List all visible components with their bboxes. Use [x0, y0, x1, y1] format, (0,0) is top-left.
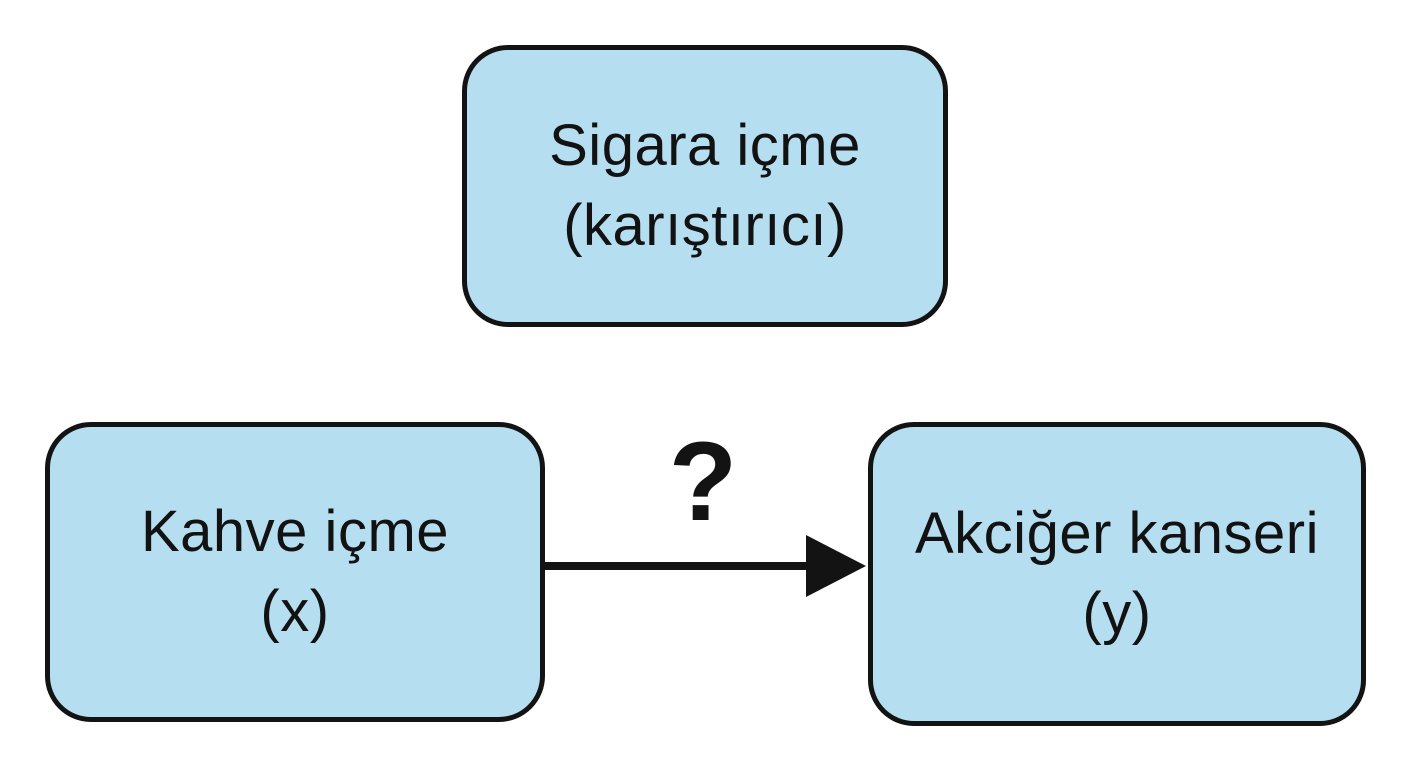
node-confounder-smoking: Sigara içme (karıştırıcı) — [462, 45, 948, 327]
node-y-line1: Akciğer kanseri — [915, 500, 1319, 566]
node-y-lung-cancer: Akciğer kanseri (y) — [868, 422, 1366, 726]
node-y-line2: (y) — [1082, 581, 1152, 646]
node-x-line2: (x) — [260, 579, 330, 644]
node-x-line1: Kahve içme — [140, 498, 450, 564]
node-x-coffee: Kahve içme (x) — [45, 422, 545, 722]
node-confounder-line2: (karıştırıcı) — [563, 193, 847, 258]
node-confounder-line1: Sigara içme — [549, 112, 861, 178]
edge-question-label: ? — [668, 419, 738, 544]
